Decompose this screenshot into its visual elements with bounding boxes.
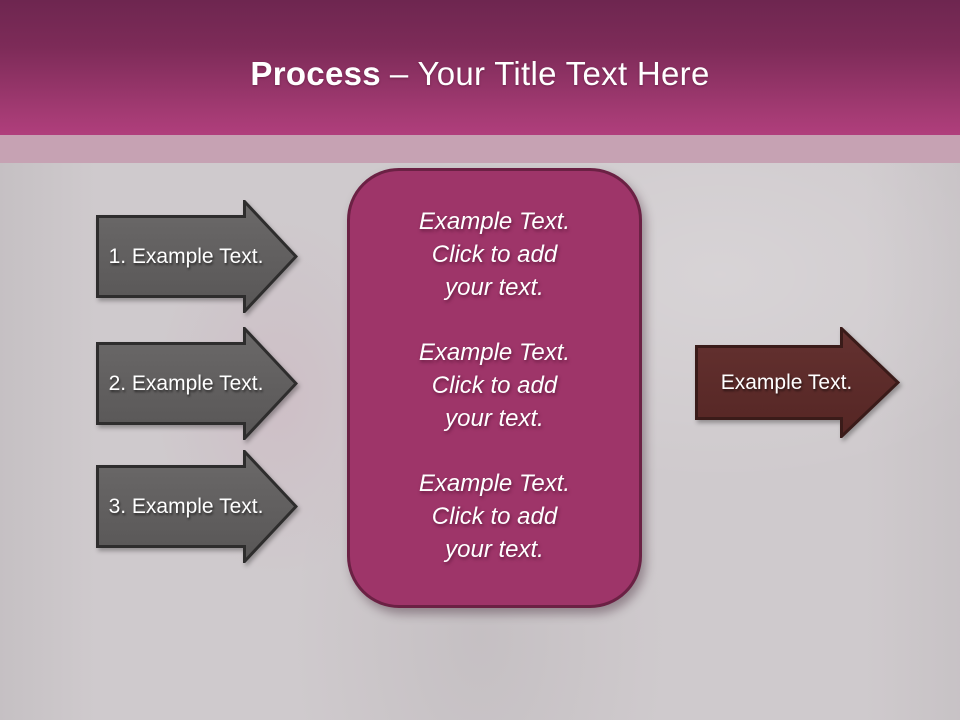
step-arrow-2[interactable]: 2. Example Text. xyxy=(96,327,298,440)
placeholder-text-block-1[interactable]: Example Text. Click to add your text. xyxy=(418,207,571,301)
title-keyword: Process xyxy=(250,54,381,92)
result-arrow-label: Example Text. xyxy=(720,370,853,394)
title-bar: Process– Your Title Text Here xyxy=(0,0,960,135)
placeholder-text-block-2[interactable]: Example Text. Click to add your text. xyxy=(418,338,571,432)
right-arrow-icon xyxy=(96,200,298,313)
step-arrow-1[interactable]: 1. Example Text. xyxy=(96,200,298,313)
header-accent-band xyxy=(0,135,960,163)
step-arrow-label: 1. Example Text. xyxy=(108,244,264,268)
right-arrow-icon xyxy=(96,450,298,563)
right-arrow-icon xyxy=(695,327,900,438)
step-arrow-3[interactable]: 3. Example Text. xyxy=(96,450,298,563)
title-subtitle: – Your Title Text Here xyxy=(389,54,710,92)
step-arrow-label: 3. Example Text. xyxy=(108,494,264,518)
placeholder-text-block-3[interactable]: Example Text. Click to add your text. xyxy=(418,469,571,563)
result-arrow[interactable]: Example Text. xyxy=(695,327,900,438)
slide-title: Process– Your Title Text Here xyxy=(250,43,709,93)
right-arrow-icon xyxy=(96,327,298,440)
step-arrow-label: 2. Example Text. xyxy=(108,371,264,395)
center-text-panel[interactable]: Example Text. Click to add your text. Ex… xyxy=(347,168,642,608)
